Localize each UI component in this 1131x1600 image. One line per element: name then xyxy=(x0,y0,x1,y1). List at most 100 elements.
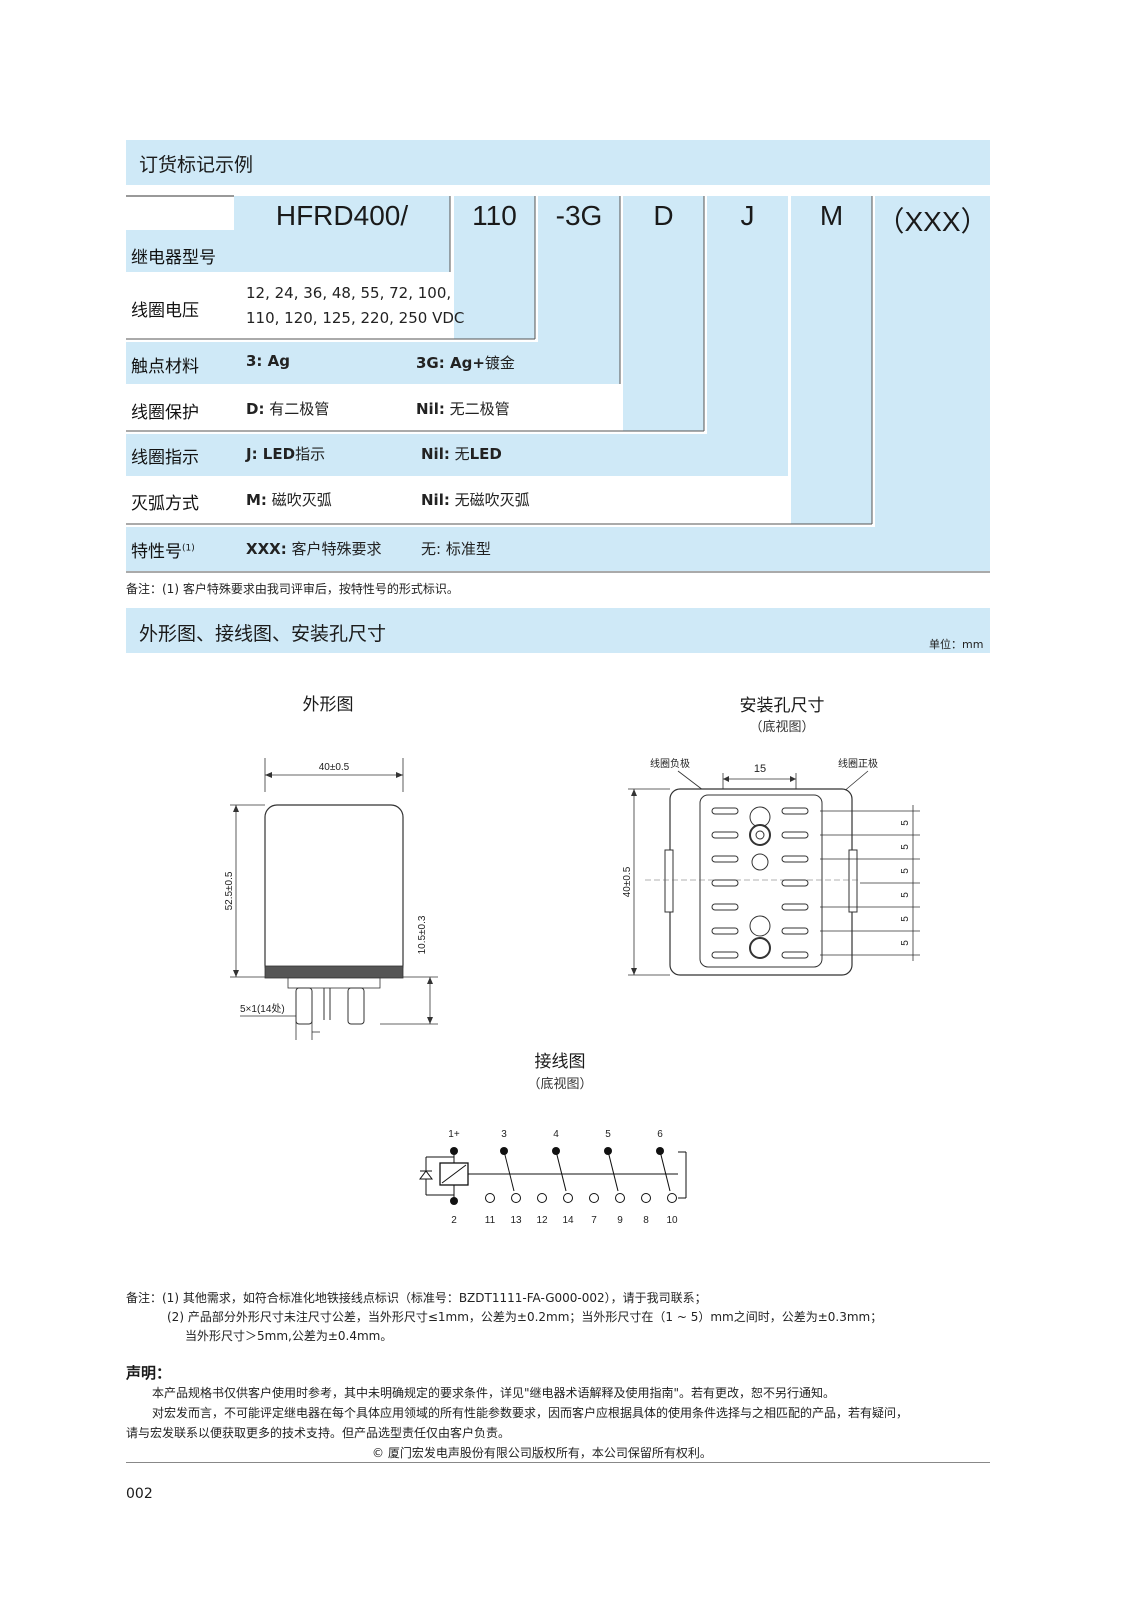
outline-height-label: 52.5±0.5 xyxy=(224,871,235,910)
voltage-line1: 12, 24, 36, 48, 55, 72, 100, xyxy=(246,284,452,302)
indicator-opt2: Nil: 无LED xyxy=(421,443,502,464)
wiring-bottom-6: 7 xyxy=(591,1215,597,1226)
mount-step-label-6: 5 xyxy=(900,940,911,946)
label-arc: 灭弧方式 xyxy=(131,494,199,514)
wiring-subcaption: （底视图） xyxy=(527,1077,593,1092)
wiring-diagram: 1+ 3 4 5 6 2 11 13 12 14 7 9 8 10 xyxy=(419,1129,687,1226)
wiring-top-3: 4 xyxy=(553,1129,559,1140)
protect-opt2-val: 无二极管 xyxy=(444,400,510,418)
outline-pinsize-label: 5×1(14处) xyxy=(240,1003,285,1015)
protect-opt2: Nil: 无二极管 xyxy=(416,398,510,419)
code-contact: -3G xyxy=(555,200,603,231)
wiring-bottom-8: 8 xyxy=(643,1215,649,1226)
wiring-caption: 接线图 xyxy=(534,1052,586,1072)
arc-opt1-val: 磁吹灭弧 xyxy=(266,491,332,509)
dims-header-band xyxy=(126,608,990,653)
outline-width-label: 40±0.5 xyxy=(319,762,350,773)
wiring-top-5: 6 xyxy=(657,1129,663,1140)
band-protect xyxy=(623,196,704,431)
special-opt2-val: 无: 标准型 xyxy=(421,540,491,558)
mount-subcaption: （底视图） xyxy=(749,720,815,735)
indicator-opt1-key: J: LED xyxy=(246,445,296,463)
label-special-sup: (1) xyxy=(182,543,195,554)
row-model-band xyxy=(126,230,450,272)
protect-opt2-key: Nil: xyxy=(416,400,445,418)
code-arc: M xyxy=(819,200,844,231)
wiring-bottom-1: 2 xyxy=(451,1215,457,1226)
arc-opt2: Nil: 无磁吹灭弧 xyxy=(421,489,530,510)
mount-step-label-5: 5 xyxy=(900,916,911,922)
contact-opt2-val: 镀金 xyxy=(484,354,515,372)
mount-step-label-3: 5 xyxy=(900,868,911,874)
label-special-text: 特性号 xyxy=(131,542,182,562)
arc-opt1: M: 磁吹灭弧 xyxy=(246,489,332,510)
contact-opt2: 3G: Ag+镀金 xyxy=(416,352,515,373)
statement-p3: 请与宏发联系以便获取更多的技术支持。但产品选型责任仅由客户负责。 xyxy=(126,1426,511,1440)
statement-title: 声明： xyxy=(126,1364,172,1382)
code-voltage: 110 xyxy=(472,200,517,231)
wiring-bottom-2: 11 xyxy=(485,1215,496,1226)
band-arc xyxy=(791,196,872,524)
ordering-header-band xyxy=(126,140,990,185)
copyright: © 厦门宏发电声股份有限公司版权所有，本公司保留所有权利。 xyxy=(372,1446,712,1460)
outline-drawing: 40±0.5 52.5±0.5 10.5±0.3 5×1(14处) xyxy=(224,758,438,1040)
band-indicator xyxy=(707,196,788,474)
wiring-bottom-3: 13 xyxy=(510,1215,522,1226)
mount-step-label-2: 5 xyxy=(900,844,911,850)
special-opt1-val: 客户特殊要求 xyxy=(286,540,382,558)
wiring-top-1: 1+ xyxy=(448,1129,460,1140)
ordering-note: 备注：(1) 客户特殊要求由我司评审后，按特性号的形式标识。 xyxy=(126,582,459,596)
outline-pin-label: 10.5±0.3 xyxy=(417,915,428,954)
wiring-top-4: 5 xyxy=(605,1129,611,1140)
row-contact-band xyxy=(126,342,620,384)
code-model: HFRD400/ xyxy=(275,200,409,231)
page-number: 002 xyxy=(126,1486,153,1502)
mount-pos-label: 线圈正极 xyxy=(838,757,878,770)
mount-height-label: 40±0.5 xyxy=(622,866,633,897)
footer-divider xyxy=(126,1462,990,1463)
contact-opt1: 3: Ag xyxy=(246,352,290,370)
wiring-bottom-7: 9 xyxy=(617,1215,623,1226)
indicator-opt2-tail: LED xyxy=(469,445,502,463)
special-opt1: XXX: 客户特殊要求 xyxy=(246,538,381,559)
contact-opt1-key: 3: Ag xyxy=(246,352,291,370)
notes2-line2: (2) 产品部分外形尺寸未注尺寸公差，当外形尺寸≤1mm，公差为±0.2mm；当… xyxy=(167,1310,883,1324)
contact-opt2-key: 3G: Ag+ xyxy=(416,354,485,372)
mount-neg-label: 线圈负极 xyxy=(650,757,690,770)
wiring-bottom-9: 10 xyxy=(666,1215,678,1226)
voltage-line2: 110, 120, 125, 220, 250 VDC xyxy=(246,309,465,327)
statement-p2: 对宏发而言，不可能评定继电器在每个具体应用领域的所有性能参数要求，因而客户应根据… xyxy=(152,1406,909,1420)
protect-opt1-key: D: xyxy=(246,400,265,418)
special-opt2: 无: 标准型 xyxy=(421,538,491,559)
indicator-opt1: J: LED指示 xyxy=(246,443,325,464)
code-special: （XXX） xyxy=(876,206,989,237)
arc-opt2-key: Nil: xyxy=(421,491,450,509)
band-special xyxy=(875,196,990,571)
ordering-lines xyxy=(126,195,990,573)
notes2-line1: 备注：(1) 其他需求，如符合标准化地铁接线点标识（标准号：BZDT1111-F… xyxy=(126,1291,707,1305)
indicator-opt2-val: 无 xyxy=(449,445,470,463)
outline-caption: 外形图 xyxy=(302,695,354,715)
dims-unit: 单位：mm xyxy=(929,638,984,651)
mount-step-label-1: 5 xyxy=(900,820,911,826)
arc-opt2-val: 无磁吹灭弧 xyxy=(449,491,530,509)
special-opt1-key: XXX: xyxy=(246,540,287,558)
band-voltage xyxy=(454,196,535,339)
mount-pitch-label: 15 xyxy=(754,763,766,775)
wiring-bottom-4: 12 xyxy=(536,1215,548,1226)
row-special-band xyxy=(126,527,990,571)
mount-drawing: 线圈负极 线圈正极 15 40±0.5 5 5 5 xyxy=(622,757,920,976)
protect-opt1: D: 有二极管 xyxy=(246,398,329,419)
label-special: 特性号(1) xyxy=(131,537,195,562)
label-indicator: 线圈指示 xyxy=(131,448,199,468)
code-indicator: J xyxy=(740,200,755,231)
mount-step-label-4: 5 xyxy=(900,892,911,898)
indicator-opt2-key: Nil: xyxy=(421,445,450,463)
indicator-opt1-val: 指示 xyxy=(295,445,326,463)
statement-p1: 本产品规格书仅供客户使用时参考，其中未明确规定的要求条件，详见"继电器术语解释及… xyxy=(152,1386,836,1400)
wiring-top-2: 3 xyxy=(501,1129,507,1140)
protect-opt1-val: 有二极管 xyxy=(264,400,330,418)
row-indicator-band xyxy=(126,434,788,476)
wiring-bottom-5: 14 xyxy=(562,1215,574,1226)
dims-title: 外形图、接线图、安装孔尺寸 xyxy=(139,623,387,645)
